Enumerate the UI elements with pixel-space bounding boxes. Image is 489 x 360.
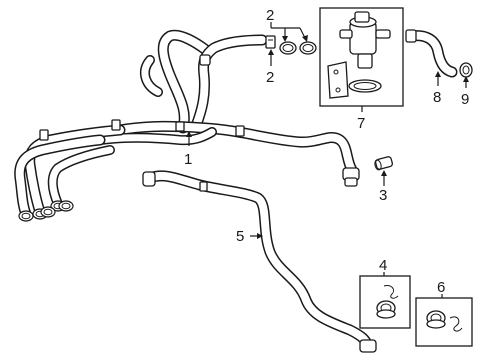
box-4 [359, 275, 411, 329]
box-6 [415, 297, 473, 347]
connector-3 [374, 156, 393, 171]
clamp-9 [459, 62, 473, 78]
hose-assembly-1 [14, 29, 360, 222]
callout-1: 1 [184, 151, 192, 168]
callout-5: 5 [236, 228, 244, 245]
callout-9: 9 [461, 91, 469, 108]
leader-lines [186, 22, 469, 298]
clamp-set-2 [265, 35, 317, 55]
pump-box-7 [319, 7, 404, 107]
callout-6: 6 [437, 279, 445, 296]
hose-8 [405, 29, 458, 78]
callout-2-upper: 2 [266, 7, 274, 24]
callout-7: 7 [357, 115, 365, 132]
callout-3: 3 [379, 187, 387, 204]
callout-8: 8 [433, 89, 441, 106]
callout-4: 4 [379, 257, 387, 274]
callout-2-lower: 2 [266, 69, 274, 86]
hose-5 [142, 170, 377, 353]
